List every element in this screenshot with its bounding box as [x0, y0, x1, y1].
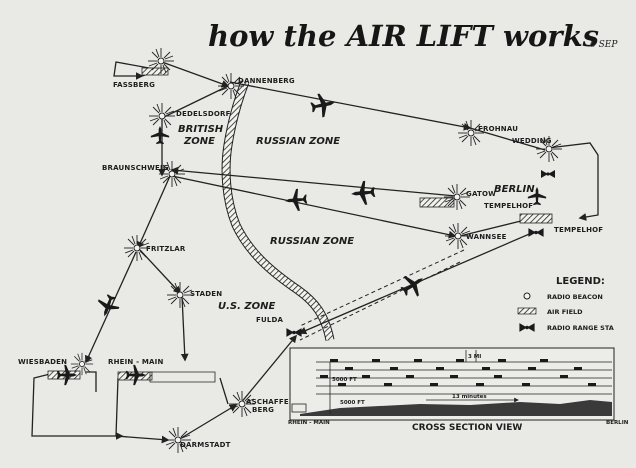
legend-heading: LEGEND: — [556, 276, 605, 287]
airfield-gatow — [419, 197, 455, 208]
cross-section-title: CROSS SECTION VIEW — [412, 423, 522, 433]
radio-range-fulda — [286, 328, 302, 337]
label-british-zone-1: BRITISH — [178, 124, 224, 135]
plane-west — [93, 291, 123, 321]
label-darmstadt: DARMSTADT — [180, 441, 231, 449]
plane-north-corridor — [308, 90, 338, 120]
label-berlin: BERLIN — [494, 184, 535, 195]
label-wedding: WEDDING — [512, 137, 552, 145]
legend-beacon: RADIO BEACON — [547, 293, 603, 301]
legend-airfield-icon — [517, 307, 537, 315]
plane-return-2 — [284, 188, 308, 212]
cross-section: 3 MI 5000 FT 5000 FT 13 minutes RHEIN - … — [288, 347, 629, 433]
legend-beacon-icon — [523, 292, 531, 300]
legend-airfield: AIR FIELD — [547, 308, 583, 316]
label-staden: STADEN — [190, 290, 222, 298]
cross-section-alt-2: 5000 FT — [340, 400, 365, 406]
label-fritzlar: FRITZLAR — [146, 245, 186, 253]
label-russian-zone-1: RUSSIAN ZONE — [256, 136, 340, 147]
legend-range: RADIO RANGE STA — [547, 324, 614, 332]
label-gatow: GATOW — [466, 190, 496, 198]
zone-border — [222, 80, 334, 341]
plane-return-1 — [350, 180, 376, 206]
label-wannsee: WANNSEE — [466, 233, 507, 241]
label-us-zone: U.S. ZONE — [218, 301, 276, 312]
label-russian-zone-2: RUSSIAN ZONE — [270, 236, 354, 247]
label-rhein-main: RHEIN - MAIN — [108, 358, 164, 366]
plane-rhein-main — [125, 364, 147, 386]
label-tempelhof-a: TEMPELHOF — [484, 202, 533, 210]
label-aschaffenberg-2: BERG — [252, 406, 274, 414]
beacon-frohnau — [457, 119, 485, 147]
map-title: how the AIR LIFT works — [208, 19, 599, 53]
label-braunschweig: BRAUNSCHWEIG — [102, 164, 169, 172]
radio-range-tempelhof — [528, 228, 544, 237]
cross-section-ground — [300, 400, 612, 416]
radio-range-wedding — [541, 170, 555, 178]
cross-section-interval: 13 minutes — [452, 394, 487, 400]
label-dedelsdorf: DEDELSDORF — [176, 110, 231, 118]
cross-section-alt-1: 5000 FT — [332, 377, 357, 383]
label-british-zone-2: ZONE — [183, 136, 215, 147]
label-tempelhof-b: TEMPELHOF — [554, 226, 603, 234]
label-frohnau: FROHNAU — [478, 125, 518, 133]
plane-wiesbaden — [56, 364, 78, 386]
label-wiesbaden: WIESBADEN — [18, 358, 67, 366]
cross-section-spacing: 3 MI — [468, 354, 481, 360]
label-fulda: FULDA — [256, 316, 284, 324]
cross-section-base: RHEIN - MAIN — [288, 420, 330, 426]
legend-range-icon — [519, 323, 535, 332]
label-fassberg: FASSBERG — [113, 81, 155, 89]
date-note: 6 SEP — [590, 40, 618, 50]
label-aschaffenberg-1: ASCHAFFEN- — [246, 398, 298, 406]
airfield-tempelhof — [519, 213, 553, 224]
airfield-fassberg — [141, 67, 169, 76]
beacon-darmstadt — [164, 426, 192, 454]
plane-british — [150, 125, 170, 145]
cross-section-end: BERLIN — [606, 420, 629, 426]
label-dannenberg: DANNENBERG — [238, 77, 295, 85]
legend: LEGEND: RADIO BEACON AIR FIELD RADIO RAN… — [517, 276, 614, 332]
beacon-dedelsdorf — [148, 102, 176, 130]
